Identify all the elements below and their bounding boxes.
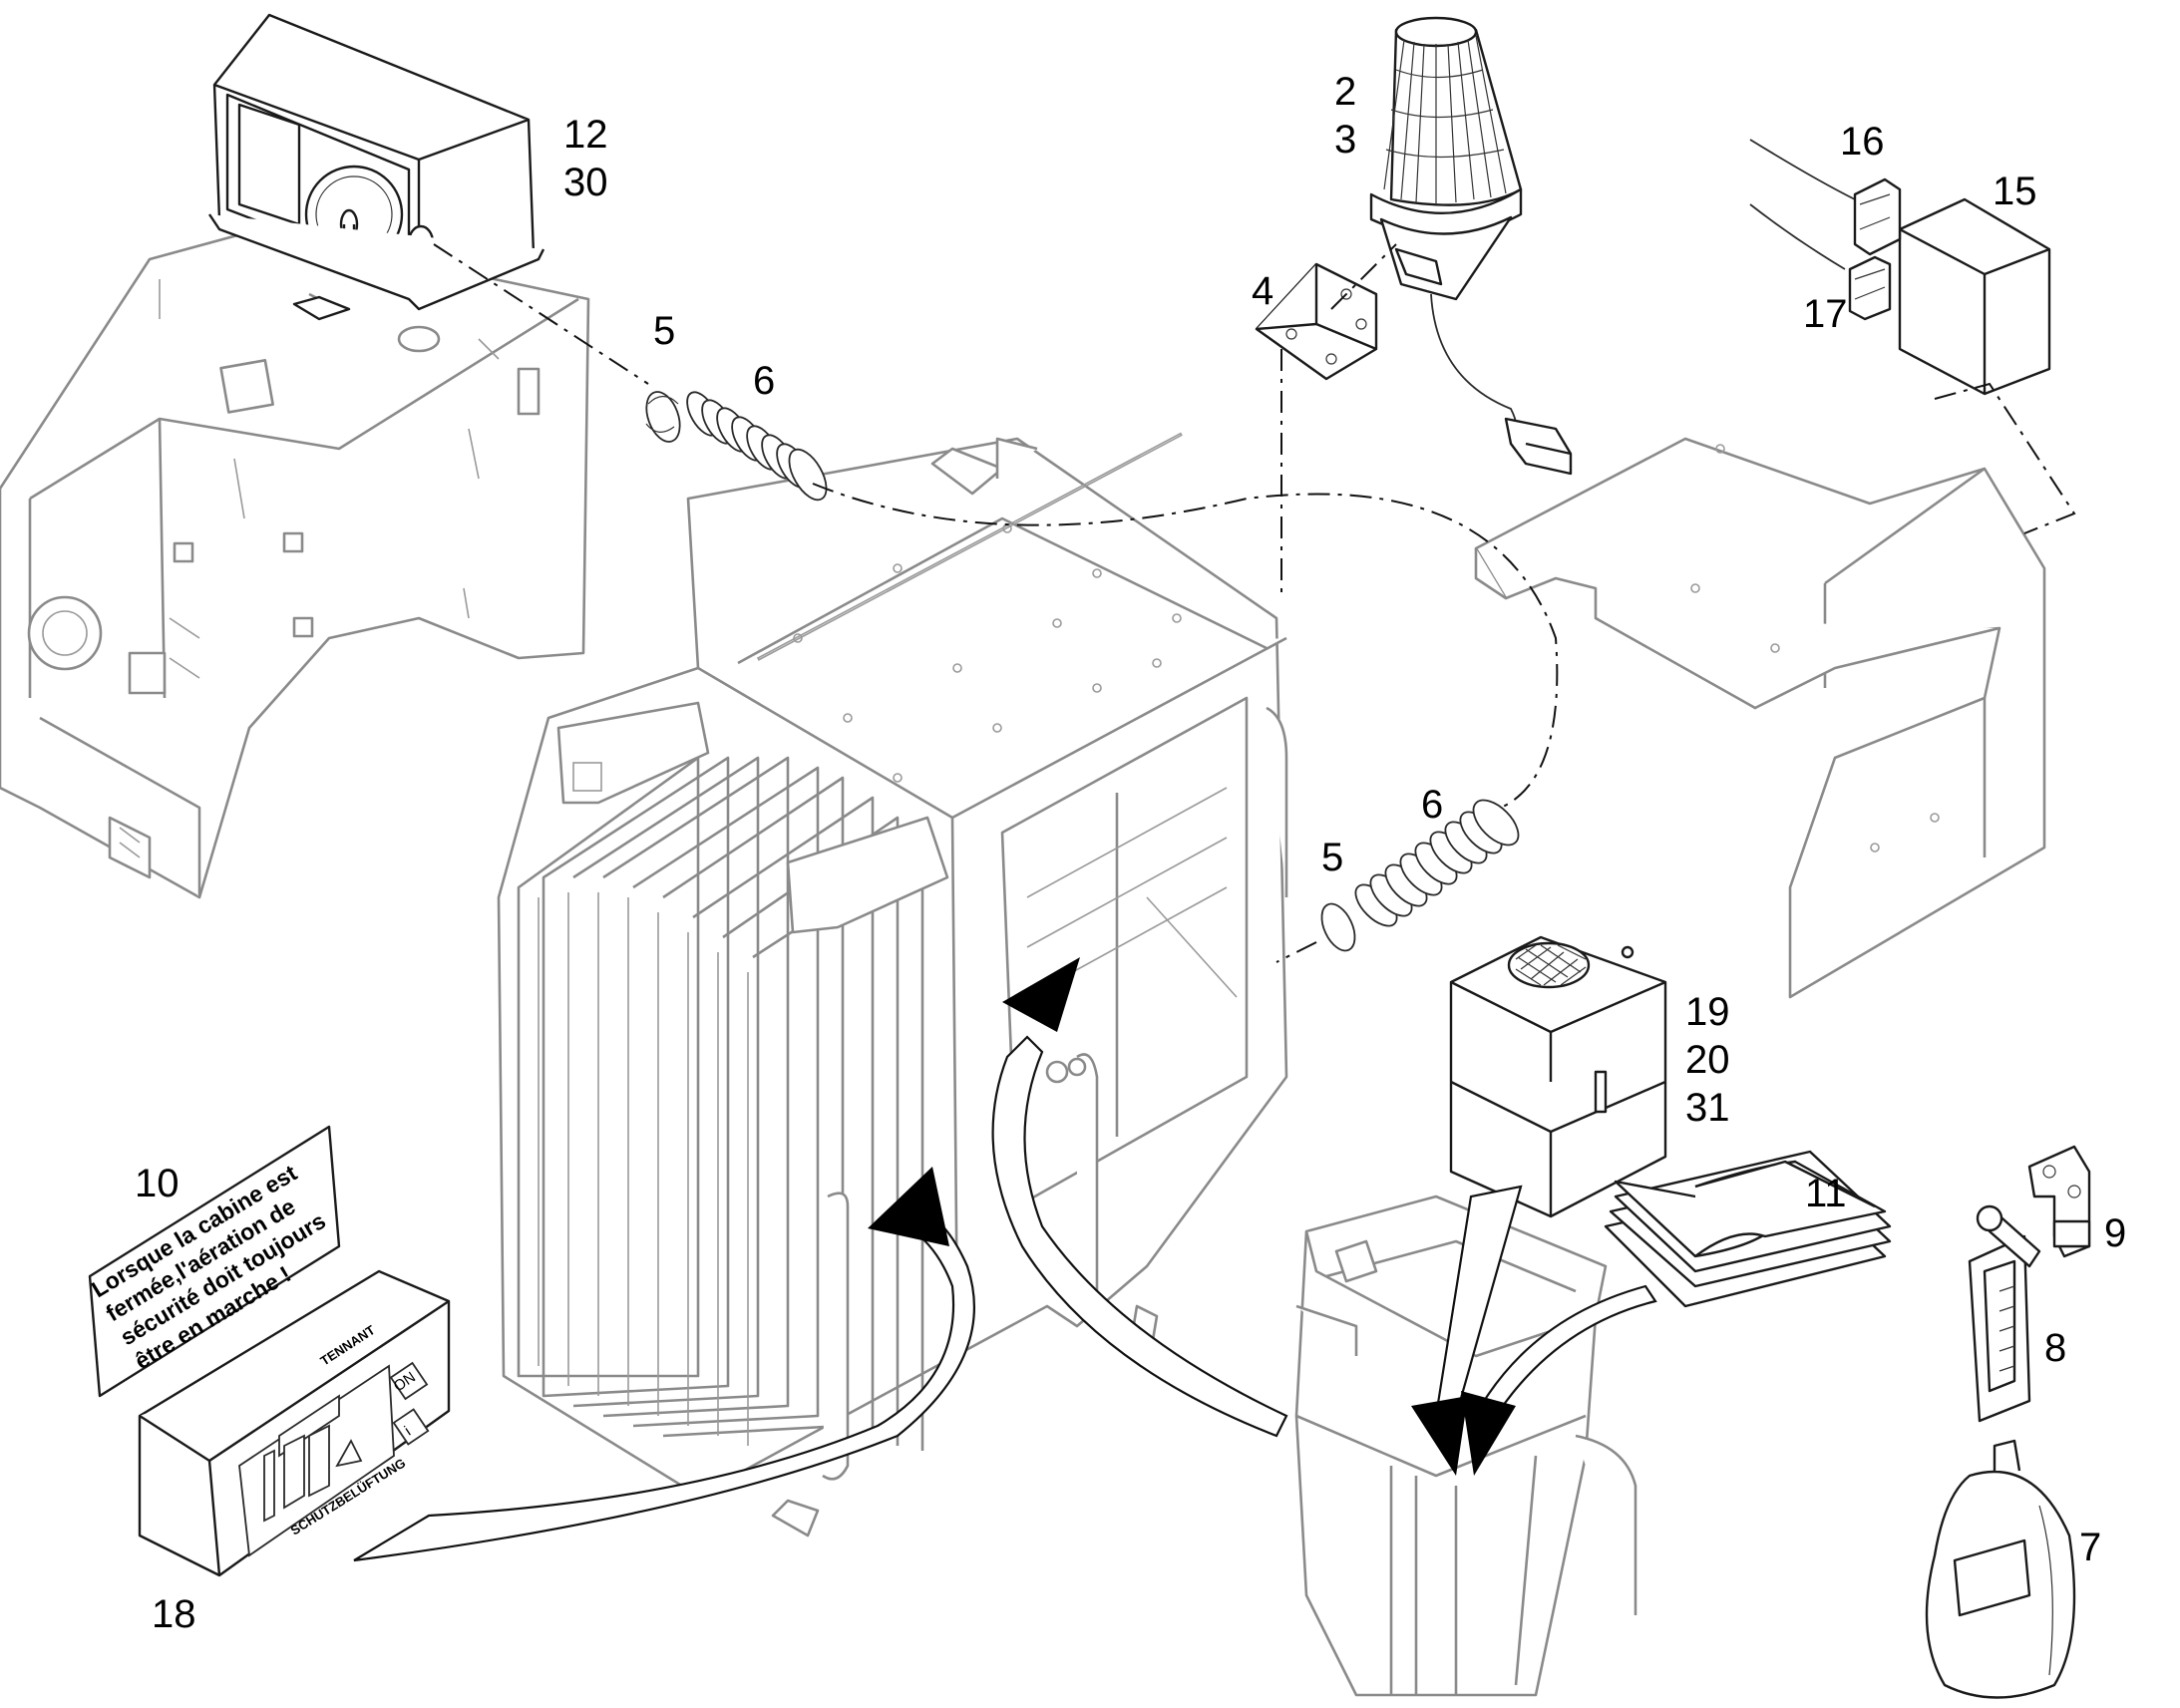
driver-console bbox=[0, 227, 590, 899]
callout-15: 15 bbox=[1993, 170, 2037, 213]
fan-housing bbox=[208, 13, 545, 321]
filter-unit bbox=[1449, 935, 1667, 1218]
callout-5-upper: 5 bbox=[653, 309, 675, 353]
callout-30: 30 bbox=[563, 161, 608, 204]
on-button[interactable] bbox=[389, 1361, 429, 1401]
assembly-lines bbox=[433, 243, 2076, 963]
callout-2: 2 bbox=[1334, 70, 1356, 114]
cabin-cover-panel bbox=[1474, 437, 2046, 999]
callout-10: 10 bbox=[135, 1162, 180, 1205]
callout-17: 17 bbox=[1803, 292, 1848, 336]
callout-3: 3 bbox=[1334, 118, 1356, 162]
callout-16: 16 bbox=[1840, 120, 1885, 164]
hose-lower bbox=[1320, 799, 1520, 952]
callout-12: 12 bbox=[563, 113, 608, 157]
clip-bracket bbox=[2027, 1145, 2091, 1258]
callout-19: 19 bbox=[1685, 990, 1730, 1034]
callout-11: 11 bbox=[1805, 1172, 1847, 1215]
callout-6-upper: 6 bbox=[753, 359, 775, 403]
callout-6-lower: 6 bbox=[1421, 783, 1443, 827]
callout-4: 4 bbox=[1252, 269, 1273, 313]
filter-cartridge-holder bbox=[1968, 1204, 2041, 1423]
control-box bbox=[1749, 139, 2051, 396]
callout-20: 20 bbox=[1685, 1038, 1730, 1082]
installation-arrows bbox=[353, 957, 1657, 1562]
mounting-bracket bbox=[1255, 262, 1378, 381]
cabin-frame bbox=[497, 432, 1288, 1537]
callout-8: 8 bbox=[2044, 1326, 2066, 1370]
info-button[interactable] bbox=[392, 1408, 430, 1446]
callout-31: 31 bbox=[1685, 1086, 1730, 1130]
callout-5-lower: 5 bbox=[1321, 836, 1343, 879]
callout-18: 18 bbox=[152, 1592, 196, 1636]
hose-upper bbox=[645, 391, 828, 502]
callout-7: 7 bbox=[2079, 1526, 2101, 1569]
warning-beacon bbox=[1369, 16, 1573, 476]
callout-numbers: 2 3 4 5 6 5 6 7 8 9 10 11 12 30 15 16 17… bbox=[135, 70, 2126, 1636]
respirator-mask bbox=[1925, 1439, 2076, 1699]
operator-manual bbox=[1604, 1150, 1892, 1308]
callout-9: 9 bbox=[2104, 1211, 2126, 1255]
